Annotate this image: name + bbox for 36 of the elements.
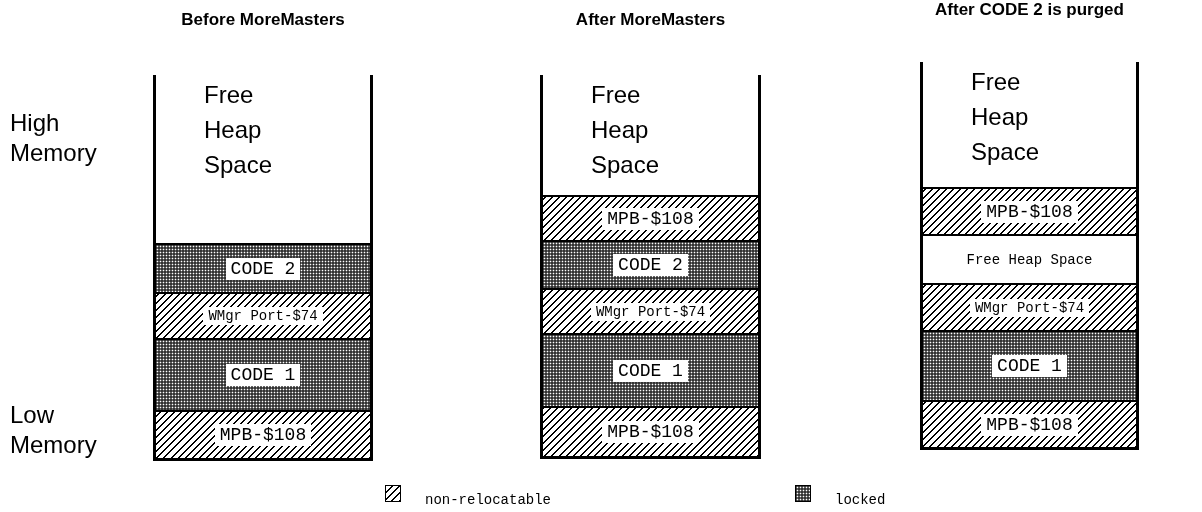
legend-label: locked — [835, 492, 886, 508]
block-label: CODE 2 — [225, 257, 301, 280]
block-label: WMgr Port-$74 — [203, 307, 323, 325]
column-heading: Before MoreMasters — [181, 10, 345, 30]
block-label: WMgr Port-$74 — [590, 302, 711, 321]
free-space-label: Free Heap Space — [971, 67, 1041, 167]
block-label: CODE 1 — [225, 364, 301, 386]
non-relocatable-block — [543, 195, 758, 240]
non-relocatable-block — [543, 288, 758, 333]
non-relocatable-block — [923, 283, 1136, 330]
block-label: WMgr Port-$74 — [969, 298, 1090, 317]
free-space-label: Free Heap Space — [591, 80, 661, 180]
locked-block — [156, 243, 370, 292]
block-label: MPB-$108 — [602, 421, 699, 443]
memory-side-label: Low Memory — [10, 400, 98, 460]
locked-block — [543, 240, 758, 288]
column-heading: After MoreMasters — [575, 10, 726, 30]
non-relocatable-block — [923, 187, 1136, 234]
block-label: MPB-$108 — [602, 207, 699, 230]
locked-block — [923, 330, 1136, 400]
non-relocatable-block — [156, 292, 370, 338]
locked-block — [156, 338, 370, 410]
block-label: MPB-$108 — [981, 413, 1078, 436]
block-label: CODE 2 — [613, 254, 688, 276]
memory-side-label: High Memory — [10, 108, 98, 168]
non-relocatable-block — [923, 400, 1136, 447]
block-label: MPB-$108 — [214, 424, 312, 446]
block-label: CODE 1 — [992, 355, 1067, 377]
column-heading: After CODE 2 is purged — [935, 0, 1124, 20]
free-space-label: Free Heap Space — [204, 80, 274, 180]
block-label: MPB-$108 — [981, 200, 1078, 223]
block-label: CODE 1 — [613, 359, 688, 382]
legend-label: non-relocatable — [425, 492, 552, 508]
non-relocatable-block — [543, 406, 758, 456]
locked-block — [543, 333, 758, 406]
non-relocatable-block — [156, 410, 370, 458]
